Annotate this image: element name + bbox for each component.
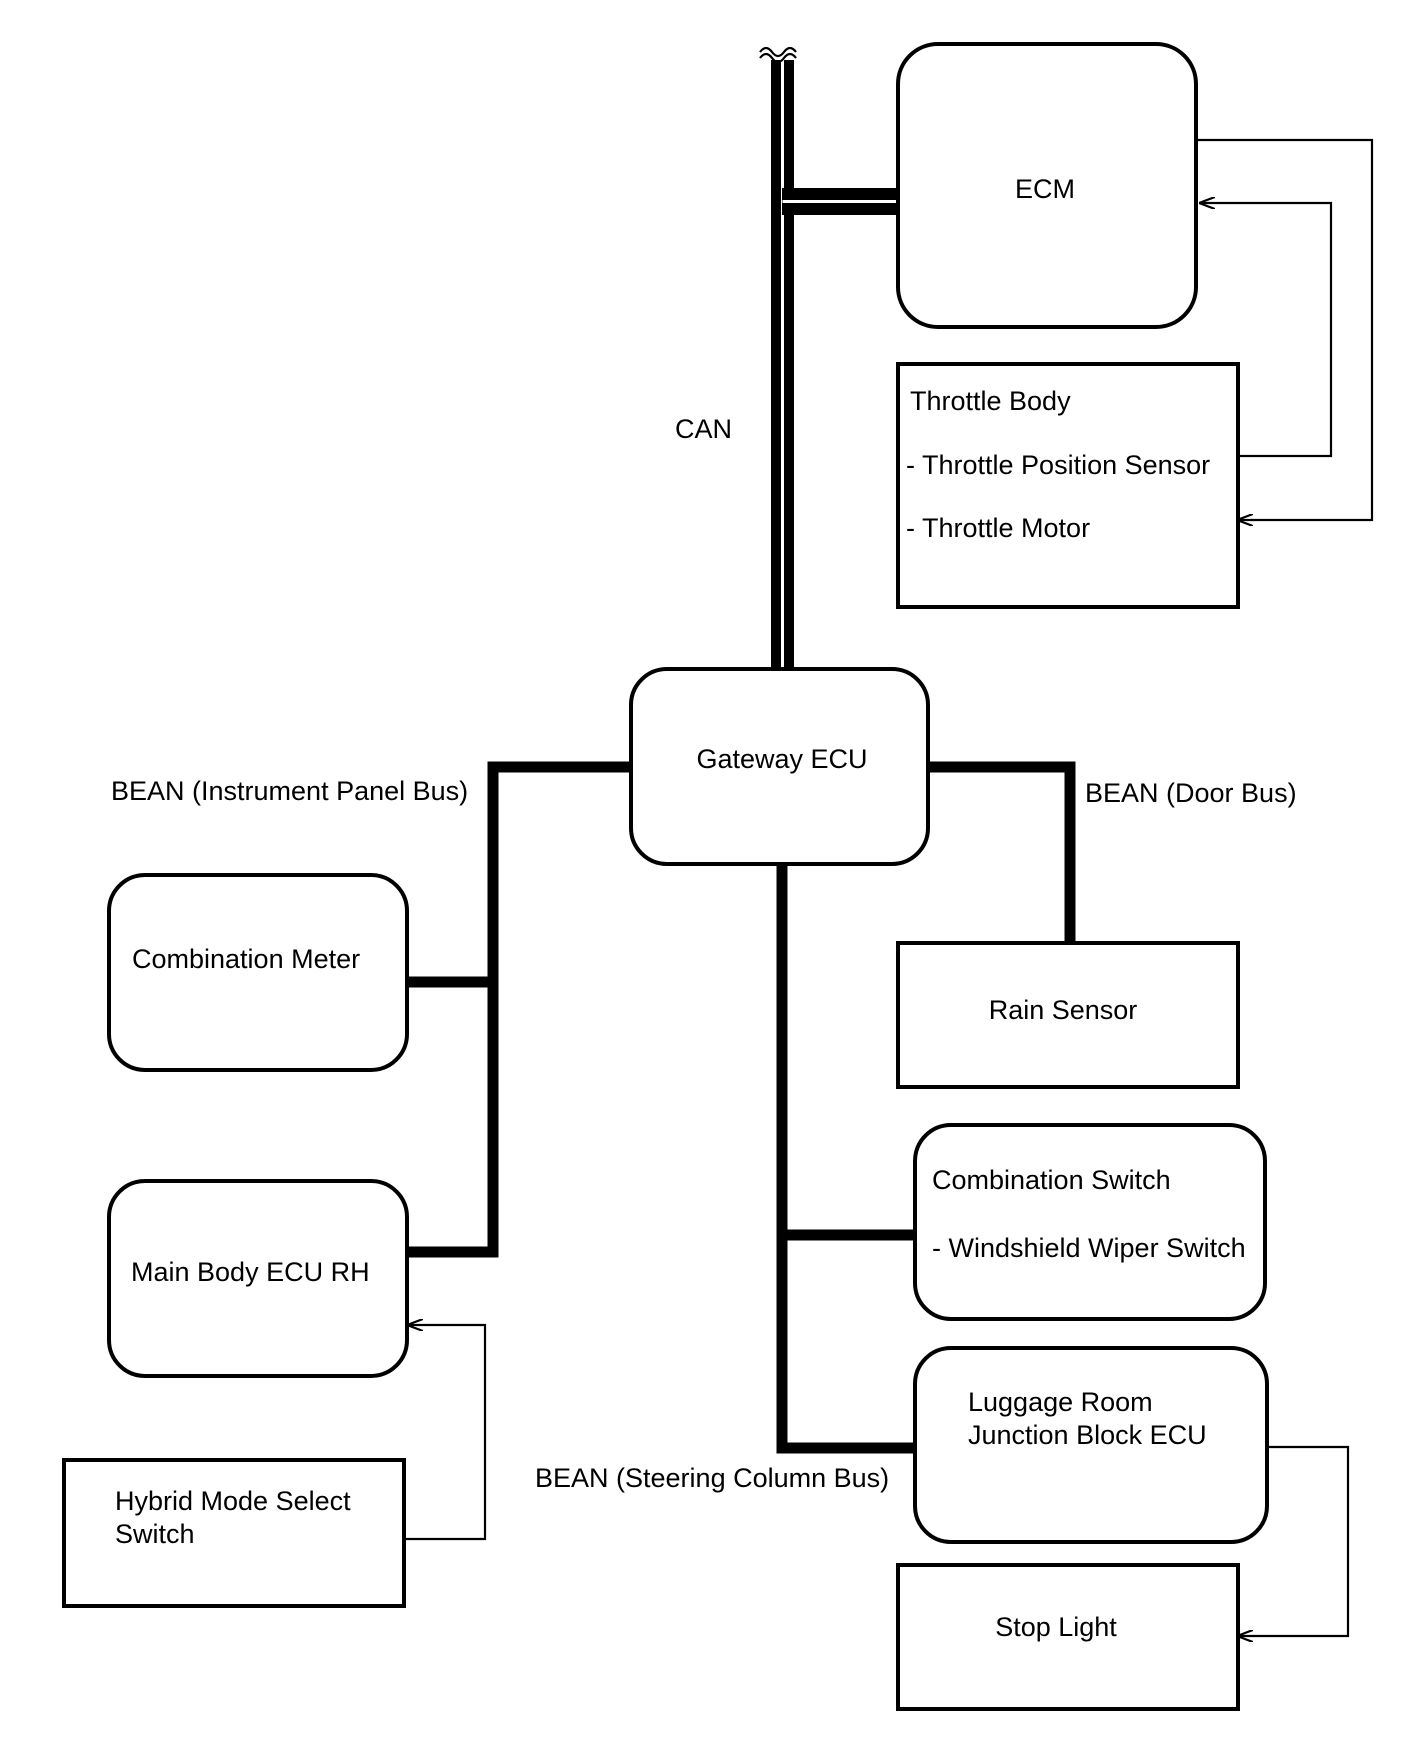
throttle-position-to-ecm-signal [1200, 203, 1333, 458]
can-bus [758, 44, 900, 672]
ecm-label: ECM [1015, 174, 1075, 204]
gateway-ecu-label: Gateway ECU [696, 744, 867, 774]
stop-light-box: Stop Light [896, 1563, 1240, 1711]
luggage-room-jb-ecu-box: Luggage Room Junction Block ECU [913, 1346, 1269, 1544]
main-body-ecu-rh-label: Main Body ECU RH [131, 1257, 370, 1287]
stop-light-label: Stop Light [995, 1612, 1117, 1642]
windshield-wiper-switch-label: - Windshield Wiper Switch [932, 1233, 1246, 1263]
can-bus-label: CAN [675, 414, 732, 444]
gateway-ecu-box: Gateway ECU [629, 667, 930, 866]
combination-switch-title: Combination Switch [932, 1165, 1171, 1195]
ecm-box: ECM [896, 42, 1198, 329]
rain-sensor-label: Rain Sensor [989, 995, 1138, 1025]
bean-steering-column-bus-label: BEAN (Steering Column Bus) [535, 1463, 889, 1493]
bean-instrument-panel-bus-label: BEAN (Instrument Panel Bus) [111, 776, 468, 806]
main-body-ecu-rh-box: Main Body ECU RH [107, 1179, 409, 1378]
hybrid-mode-label-line2: Switch [115, 1519, 195, 1549]
rain-sensor-box: Rain Sensor [896, 941, 1240, 1089]
bean-instrument-panel-bus [405, 761, 635, 1258]
throttle-position-sensor-label: - Throttle Position Sensor [906, 450, 1210, 480]
bean-steering-column-bus [776, 862, 918, 1454]
combination-meter-box: Combination Meter [107, 873, 409, 1072]
combination-switch-box: Combination Switch - Windshield Wiper Sw… [913, 1123, 1267, 1321]
hybrid-mode-label-line1: Hybrid Mode Select [115, 1486, 351, 1516]
luggage-ecu-to-stop-light-signal [1238, 1445, 1350, 1636]
throttle-body-box: Throttle Body - Throttle Position Sensor… [896, 362, 1240, 609]
luggage-room-label-line1: Luggage Room [968, 1387, 1153, 1417]
throttle-body-title: Throttle Body [910, 386, 1071, 416]
luggage-room-label-line2: Junction Block ECU [968, 1420, 1207, 1450]
ecm-to-throttle-motor-signal [1196, 138, 1374, 520]
combination-meter-label: Combination Meter [132, 944, 360, 974]
hybrid-switch-to-main-body-signal [405, 1325, 487, 1541]
bean-door-bus [928, 761, 1076, 945]
bean-door-bus-label: BEAN (Door Bus) [1085, 778, 1297, 808]
hybrid-mode-select-switch-box: Hybrid Mode Select Switch [62, 1458, 406, 1608]
throttle-motor-label: - Throttle Motor [906, 513, 1090, 543]
